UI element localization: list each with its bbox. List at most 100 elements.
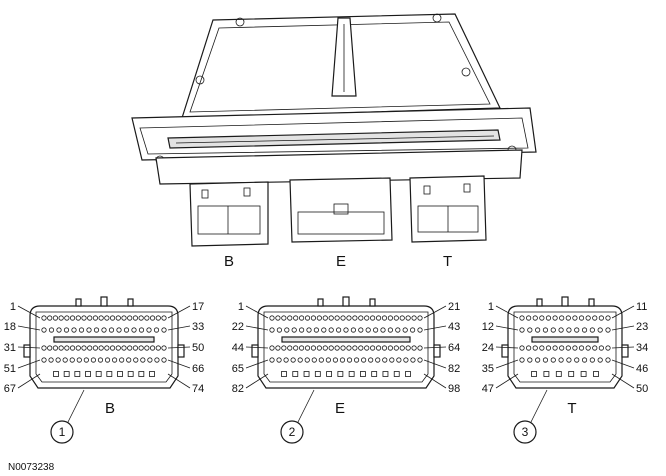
pin-cavity: [140, 357, 146, 363]
pin-cavity: [303, 371, 310, 377]
pin-cavity: [346, 345, 352, 351]
pin-cavity: [578, 345, 585, 351]
pin-cavity: [340, 345, 346, 351]
pin-label-left: 65: [232, 363, 244, 375]
pin-cavity: [62, 357, 68, 363]
leader-line: [17, 305, 41, 319]
pin-cavity: [535, 357, 541, 363]
callout-number: 3: [522, 425, 529, 439]
latch-tab: [127, 298, 134, 307]
pin-cavity: [350, 327, 356, 333]
pin-cavity: [53, 371, 59, 377]
pin-cavity: [87, 345, 93, 351]
callout-leader: [67, 389, 85, 423]
pin-cavity: [132, 315, 139, 321]
pin-cavity: [325, 357, 331, 363]
pin-cavity: [326, 371, 332, 377]
pin-cavity: [131, 327, 137, 333]
pin-cavity: [381, 345, 388, 351]
pin-cavity: [83, 357, 89, 363]
leader-line: [167, 346, 191, 349]
pin-cavity: [572, 345, 578, 351]
pin-cavity: [69, 315, 76, 321]
pin-cavity: [269, 357, 275, 363]
pin-cavity: [47, 315, 53, 321]
pin-label-right: 64: [448, 342, 460, 354]
side-ear: [251, 344, 259, 358]
pin-cavity: [276, 327, 282, 333]
pin-cavity: [565, 345, 571, 351]
pin-cavity: [375, 345, 382, 351]
pin-cavity: [402, 327, 408, 333]
pin-cavity: [64, 315, 70, 321]
callout-circle: [50, 420, 74, 444]
pin-cavity: [109, 345, 116, 351]
pin-cavity: [108, 327, 115, 333]
leader-line: [495, 325, 519, 331]
leader-line: [495, 359, 519, 369]
key-rail: [53, 336, 155, 343]
pin-cavity: [387, 315, 393, 321]
pin-cavity: [133, 357, 139, 363]
pin-cavity: [149, 315, 156, 321]
pin-cavity: [283, 357, 289, 363]
pin-cavity: [368, 357, 374, 363]
pin-cavity: [328, 327, 334, 333]
pin-label-right: 43: [448, 321, 460, 333]
pin-cavity: [149, 371, 155, 377]
pin-cavity: [558, 357, 564, 363]
pin-cavity: [519, 357, 525, 363]
pin-cavity: [316, 315, 322, 321]
callout-leader: [530, 389, 548, 423]
pin-cavity: [353, 357, 360, 363]
pin-label-right: 66: [192, 363, 204, 375]
pin-cavity: [101, 327, 107, 333]
leader-line: [611, 359, 635, 369]
pin-cavity: [417, 327, 423, 333]
pin-cavity: [605, 357, 611, 363]
pin-cavity: [337, 371, 344, 377]
pin-label-right: 21: [448, 301, 460, 313]
pin-cavity: [339, 357, 346, 363]
pin-cavity: [304, 357, 310, 363]
pin-cavity: [147, 357, 153, 363]
pin-cavity: [87, 315, 93, 321]
leader-line: [423, 305, 447, 319]
pin-cavity: [98, 345, 104, 351]
pin-cavity: [275, 345, 281, 351]
pin-cavity: [92, 315, 99, 321]
pin-cavity: [352, 345, 358, 351]
pin-cavity: [531, 371, 537, 377]
leader-line: [245, 359, 269, 369]
pin-cavity: [287, 315, 293, 321]
pin-cavity: [76, 357, 82, 363]
connector-housing-inner: [513, 311, 617, 383]
pin-label-right: 23: [636, 321, 648, 333]
pin-cavity: [574, 327, 580, 333]
callout-number: 2: [289, 425, 296, 439]
pin-label-left: 1: [238, 301, 244, 313]
latch-tab: [342, 296, 350, 307]
pin-cavity: [552, 345, 558, 351]
pin-cavity: [63, 327, 70, 333]
pin-cavity: [399, 345, 405, 351]
pin-cavity: [597, 357, 603, 363]
connector-housing-inner: [35, 311, 173, 383]
pin-cavity: [532, 315, 538, 321]
pin-cavity: [387, 327, 393, 333]
leader-line: [611, 305, 635, 319]
leader-line: [423, 325, 447, 331]
pin-cavity: [291, 327, 297, 333]
pin-label-left: 12: [482, 321, 494, 333]
pin-cavity: [593, 371, 599, 377]
pin-cavity: [69, 345, 76, 351]
pin-cavity: [78, 327, 85, 333]
pin-cavity: [293, 345, 299, 351]
pin-cavity: [117, 371, 123, 377]
pin-cavity: [90, 357, 97, 363]
callout-circle: [513, 420, 537, 444]
leader-line: [17, 373, 41, 389]
pin-cavity: [69, 357, 75, 363]
leader-line: [423, 373, 447, 389]
